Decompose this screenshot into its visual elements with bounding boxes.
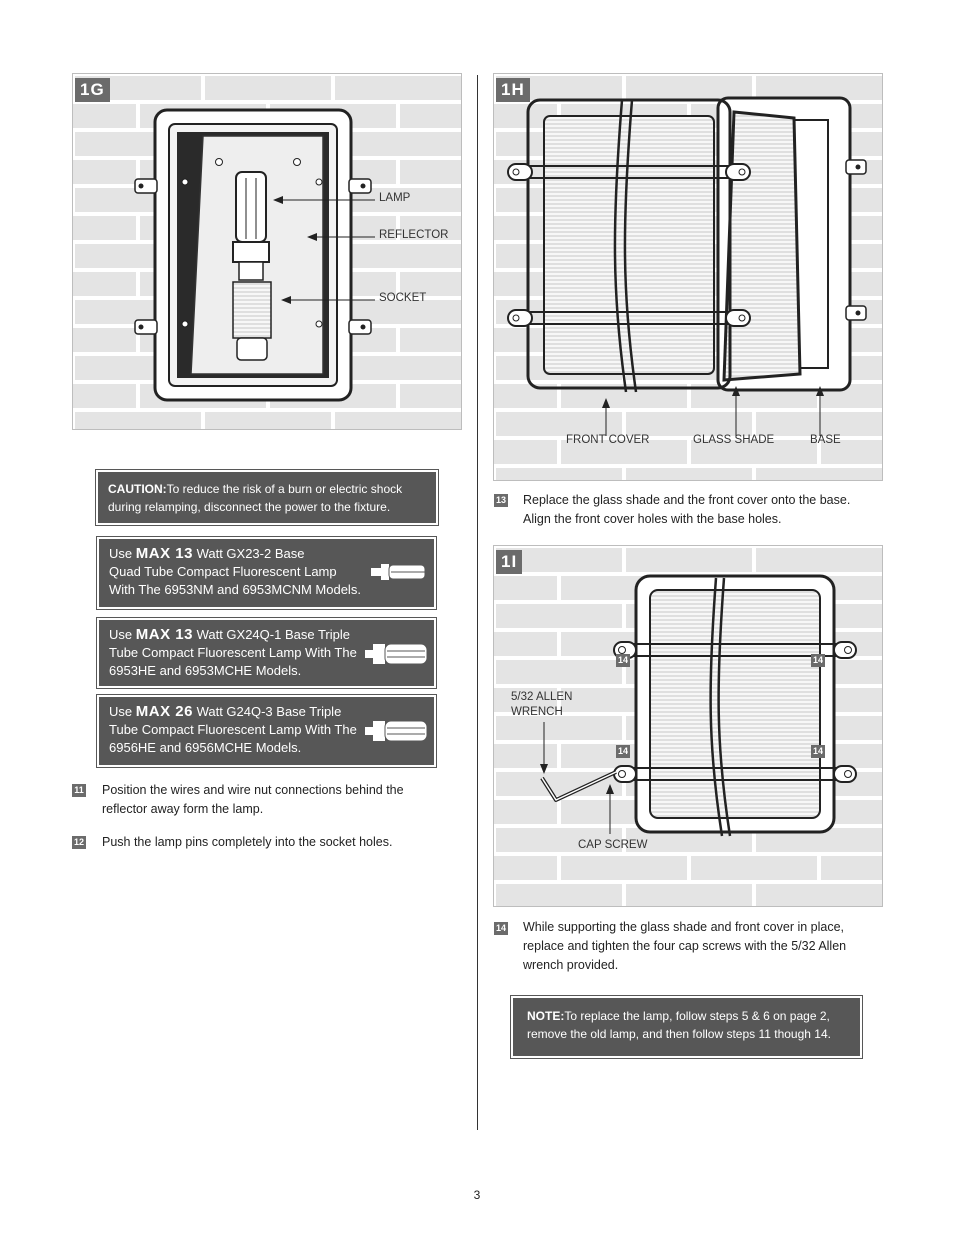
lamp-spec-box: Use MAX 13 Watt GX23-2 Base Quad Tube Co… [96, 536, 437, 610]
step-13-text: Replace the glass shade and the front co… [523, 493, 851, 526]
screw-tag: 14 [811, 745, 825, 758]
caution-box: CAUTION:To reduce the risk of a burn or … [95, 469, 439, 526]
callout-glass-shade: GLASS SHADE [693, 434, 775, 446]
triple-tube-lamp-icon [365, 720, 428, 742]
figure-badge: 1G [75, 78, 110, 102]
cap-screw-illustration [494, 546, 882, 906]
step-number: 12 [72, 836, 86, 849]
figure-1g: 1G LAMP REFLECTOR SOCKET [72, 73, 462, 430]
figure-1h: 1H FRONT COVER GLASS SHADE BASE [493, 73, 883, 481]
step-12-text: Push the lamp pins completely into the s… [102, 835, 393, 849]
callout-front-cover: FRONT COVER [566, 434, 650, 446]
callout-lamp: LAMP [379, 192, 411, 204]
figure-badge: 1H [496, 78, 530, 102]
screw-tag: 14 [811, 654, 825, 667]
triple-tube-lamp-icon [365, 643, 428, 665]
note-label: NOTE: [527, 1009, 565, 1023]
lamp-spec-box: Use MAX 26 Watt G24Q-3 Base Triple Tube … [96, 694, 437, 768]
callout-reflector: REFLECTOR [379, 229, 449, 241]
fixture-open-illustration [73, 74, 461, 429]
caution-label: CAUTION: [108, 482, 167, 496]
screw-tag: 14 [616, 654, 630, 667]
column-divider [477, 75, 478, 1130]
step-11-text: Position the wires and wire nut connecti… [102, 783, 404, 816]
callout-allen-wrench: 5/32 ALLEN WRENCH [511, 691, 573, 718]
quad-tube-lamp-icon [371, 564, 426, 580]
callout-socket: SOCKET [379, 292, 427, 304]
lamp-spec-box: Use MAX 13 Watt GX24Q-1 Base Triple Tube… [96, 617, 437, 689]
screw-tag: 14 [616, 745, 630, 758]
figure-badge: 1I [496, 550, 523, 574]
step-number: 13 [494, 494, 508, 507]
callout-base: BASE [810, 434, 841, 446]
fixture-assembly-illustration [494, 74, 882, 480]
step-number: 11 [72, 784, 86, 797]
note-box: NOTE:To replace the lamp, follow steps 5… [510, 995, 863, 1059]
page-number: 3 [473, 1188, 481, 1202]
callout-cap-screw: CAP SCREW [578, 839, 648, 851]
figure-1i: 1I 14 14 14 14 5/32 ALLEN WRENCH CAP SCR… [493, 545, 883, 907]
step-14-text: While supporting the glass shade and fro… [523, 920, 847, 972]
step-number: 14 [494, 922, 508, 935]
